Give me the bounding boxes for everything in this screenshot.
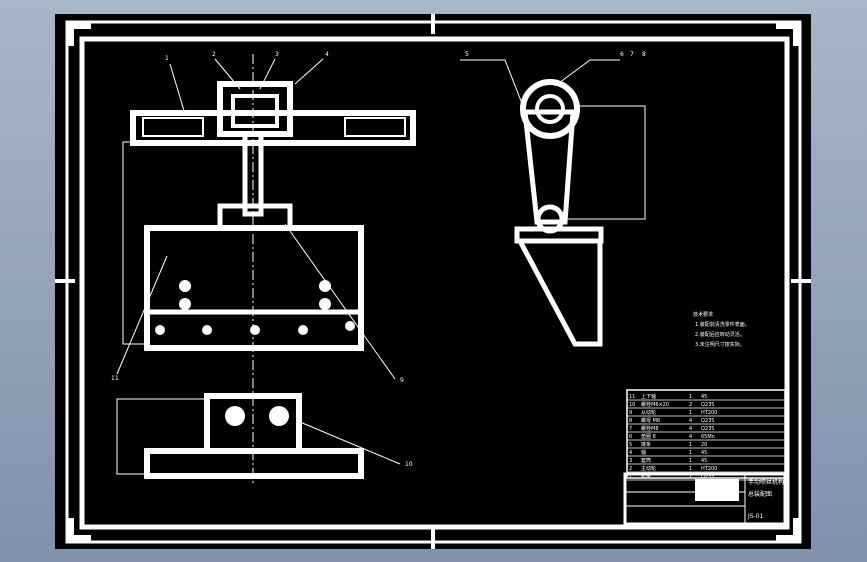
notes-heading: 技术要求 xyxy=(693,311,713,318)
corner-marks xyxy=(55,14,811,549)
drawing-number: JS-01 xyxy=(747,513,764,520)
bom-cell-no: 2 xyxy=(629,466,632,472)
bom-cell-name: 螺母 M8 xyxy=(641,417,660,424)
bom-cell-material: Q235 xyxy=(701,474,714,480)
technical-notes: 技术要求 1.装配前清洗零件表面。 2.装配后应转动灵活。 3.未注明尺寸按实际… xyxy=(693,311,750,348)
balloon-8: 8 xyxy=(642,51,646,58)
balloon-2: 2 xyxy=(212,51,216,58)
driving-wheel xyxy=(520,79,580,139)
bom-cell-name: 轴 xyxy=(641,449,646,456)
balloon-3: 3 xyxy=(275,51,279,58)
bom-cell-name: 机架 xyxy=(641,473,651,480)
bom-cell-no: 8 xyxy=(629,418,632,424)
bom-cell-qty: 1 xyxy=(689,474,692,480)
balloon-4: 4 xyxy=(325,51,329,58)
bom-cell-name: 从动轮 xyxy=(641,409,656,416)
bom-cell-material: 45 xyxy=(701,450,707,456)
bom-cell-material: 45 xyxy=(701,458,707,464)
bom-cell-material: 20 xyxy=(701,442,707,448)
bom-cell-name: 垫圈 8 xyxy=(641,433,656,440)
bom-cell-material: 65Mn xyxy=(701,434,715,440)
main-box xyxy=(144,225,364,351)
bom-cell-no: 3 xyxy=(629,458,632,464)
bom-cell-no: 6 xyxy=(629,434,632,440)
bom-cell-no: 5 xyxy=(629,442,632,448)
chain xyxy=(522,109,576,225)
bom-cell-qty: 1 xyxy=(689,394,692,400)
bom-cell-no: 1 xyxy=(629,474,632,480)
bom-cell-no: 4 xyxy=(629,450,632,456)
drawing-sheet: 1 2 3 4 5 6 7 8 9 10 11 技术要求 1.装配前清洗零件表面… xyxy=(55,14,811,549)
bom-cell-no: 7 xyxy=(629,426,632,432)
balloon-10: 10 xyxy=(405,461,413,468)
bom-cell-material: Q235 xyxy=(701,426,714,432)
bom-cell-name: 螺栓M6×20 xyxy=(641,401,669,408)
bom-cell-name: 螺栓M8 xyxy=(641,425,659,432)
rivets xyxy=(155,280,355,426)
notes-line-1: 1.装配前清洗零件表面。 xyxy=(695,321,750,328)
bottom-base xyxy=(144,448,364,479)
balloon-9: 9 xyxy=(400,377,404,384)
balloon-11: 11 xyxy=(111,375,119,382)
bom-cell-qty: 1 xyxy=(689,466,692,472)
bom-cell-no: 9 xyxy=(629,410,632,416)
clamp xyxy=(217,203,293,231)
bom-cell-material: HT200 xyxy=(701,466,717,472)
bom-cell-qty: 4 xyxy=(689,426,692,432)
bom-cell-no: 11 xyxy=(629,394,635,400)
balloon-labels: 1 2 3 4 5 6 7 8 9 10 11 xyxy=(111,51,646,468)
bom-cell-name: 上下轴 xyxy=(641,393,656,400)
bom-cell-name: 主动轮 xyxy=(641,465,656,472)
bom-cell-qty: 1 xyxy=(689,442,692,448)
support-bracket xyxy=(515,238,603,347)
drawing-canvas: 1 2 3 4 5 6 7 8 9 10 11 技术要求 1.装配前清洗零件表面… xyxy=(55,14,811,549)
bom-cell-qty: 1 xyxy=(689,450,692,456)
bom-cell-name: 链条 xyxy=(641,441,651,448)
bom-cell-qty: 2 xyxy=(689,402,692,408)
bom-cell-qty: 1 xyxy=(689,458,692,464)
top-shaft xyxy=(130,110,416,146)
balloon-6: 6 xyxy=(620,51,624,58)
balloon-7: 7 xyxy=(630,51,634,58)
notes-line-2: 2.装配后应转动灵活。 xyxy=(695,331,745,338)
title-block: 手动喷丝机构 总装配图 JS-01 xyxy=(623,472,787,526)
bom-cell-material: HT200 xyxy=(701,410,717,416)
inner-frame xyxy=(79,36,790,530)
bom-cell-qty: 4 xyxy=(689,434,692,440)
title-line-2: 总装配图 xyxy=(748,490,772,498)
bom-cell-qty: 1 xyxy=(689,410,692,416)
balloon-5: 5 xyxy=(465,51,469,58)
title-line-1: 手动喷丝机构 xyxy=(748,478,784,486)
front-view xyxy=(116,54,416,484)
bom-cell-material: Q235 xyxy=(701,402,714,408)
bom-cell-qty: 4 xyxy=(689,418,692,424)
notes-line-3: 3.未注明尺寸按实际。 xyxy=(695,341,745,348)
bom-cell-no: 10 xyxy=(629,402,635,408)
bom-cell-name: 套筒 xyxy=(641,457,651,464)
bom-cell-material: 45 xyxy=(701,394,707,400)
side-view xyxy=(460,59,646,347)
balloon-1: 1 xyxy=(165,55,169,62)
bom-cell-material: Q235 xyxy=(701,418,714,424)
